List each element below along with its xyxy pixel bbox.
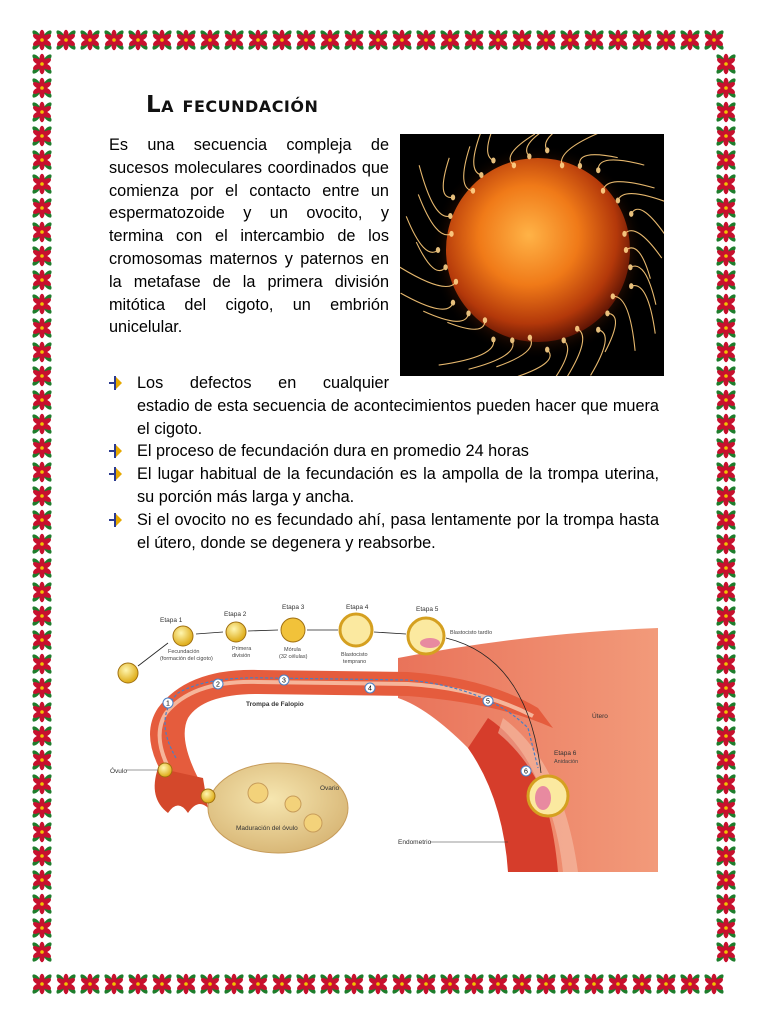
anatomy-label: Endometrio [398, 839, 432, 846]
arrow-bullet-icon [109, 376, 122, 390]
arrow-bullet-icon [109, 467, 122, 482]
fertilization-diagram: 1 2 3 4 5 6 Etapa 1 Fecundación (formaci… [108, 598, 658, 872]
bullet-text: El lugar habitual de la fecundación es l… [137, 465, 659, 506]
stage-caption: Fecundación [168, 649, 200, 655]
arrow-bullet-icon [109, 444, 122, 459]
step-number: 3 [282, 678, 286, 685]
stage-caption: (formación del cigoto) [160, 656, 213, 662]
step-number: 6 [524, 769, 528, 776]
list-item: Los defectos en cualquier estadio de esta… [107, 372, 659, 440]
anatomy-label: Trompa de Falopio [246, 701, 304, 708]
step-number: 4 [368, 686, 372, 693]
stage-caption: Mórula [284, 647, 302, 653]
stage-caption: temprano [343, 659, 366, 665]
stage-caption: Blastocisto tardío [450, 630, 492, 636]
stage-label: Etapa 6 [554, 750, 577, 757]
fertilization-photo [400, 134, 664, 376]
page-title: La fecundación [146, 92, 319, 118]
anatomy-label: Útero [592, 711, 608, 720]
stage-label: Etapa 5 [416, 606, 439, 613]
step-number: 2 [216, 682, 220, 689]
list-item: El proceso de fecundación dura en promed… [107, 440, 659, 463]
step-number: 5 [486, 699, 490, 706]
stage-caption: división [232, 653, 250, 659]
stage-caption: Anidación [554, 759, 578, 765]
anatomy-label: Ovario [320, 785, 340, 792]
anatomy-label: Óvulo [110, 766, 127, 775]
bullet-text: estadio de esta secuencia de acontecimie… [137, 396, 659, 438]
bullet-list: Los defectos en cualquier estadio de esta… [107, 372, 659, 554]
bullet-text: Los defectos en cualquier [137, 374, 389, 392]
list-item: El lugar habitual de la fecundación es l… [107, 463, 659, 509]
stage-label: Etapa 3 [282, 604, 305, 611]
bullet-text: Si el ovocito no es fecundado ahí, pasa … [137, 510, 659, 552]
list-item: Si el ovocito no es fecundado ahí, pasa … [107, 509, 659, 555]
stage-label: Etapa 2 [224, 611, 247, 618]
step-number: 1 [166, 701, 170, 708]
stage-caption: Blastocisto [341, 652, 368, 658]
intro-paragraph: Es una secuencia compleja de sucesos mol… [109, 136, 389, 337]
arrow-bullet-icon [109, 512, 122, 527]
stage-caption: Primera [232, 646, 252, 652]
stage-label: Etapa 1 [160, 617, 183, 624]
stage-caption: (32 células) [279, 654, 308, 660]
bullet-text: El proceso de fecundación dura en promed… [137, 442, 529, 461]
stage-label: Etapa 4 [346, 604, 369, 611]
anatomy-label: Maduración del óvulo [236, 825, 298, 832]
